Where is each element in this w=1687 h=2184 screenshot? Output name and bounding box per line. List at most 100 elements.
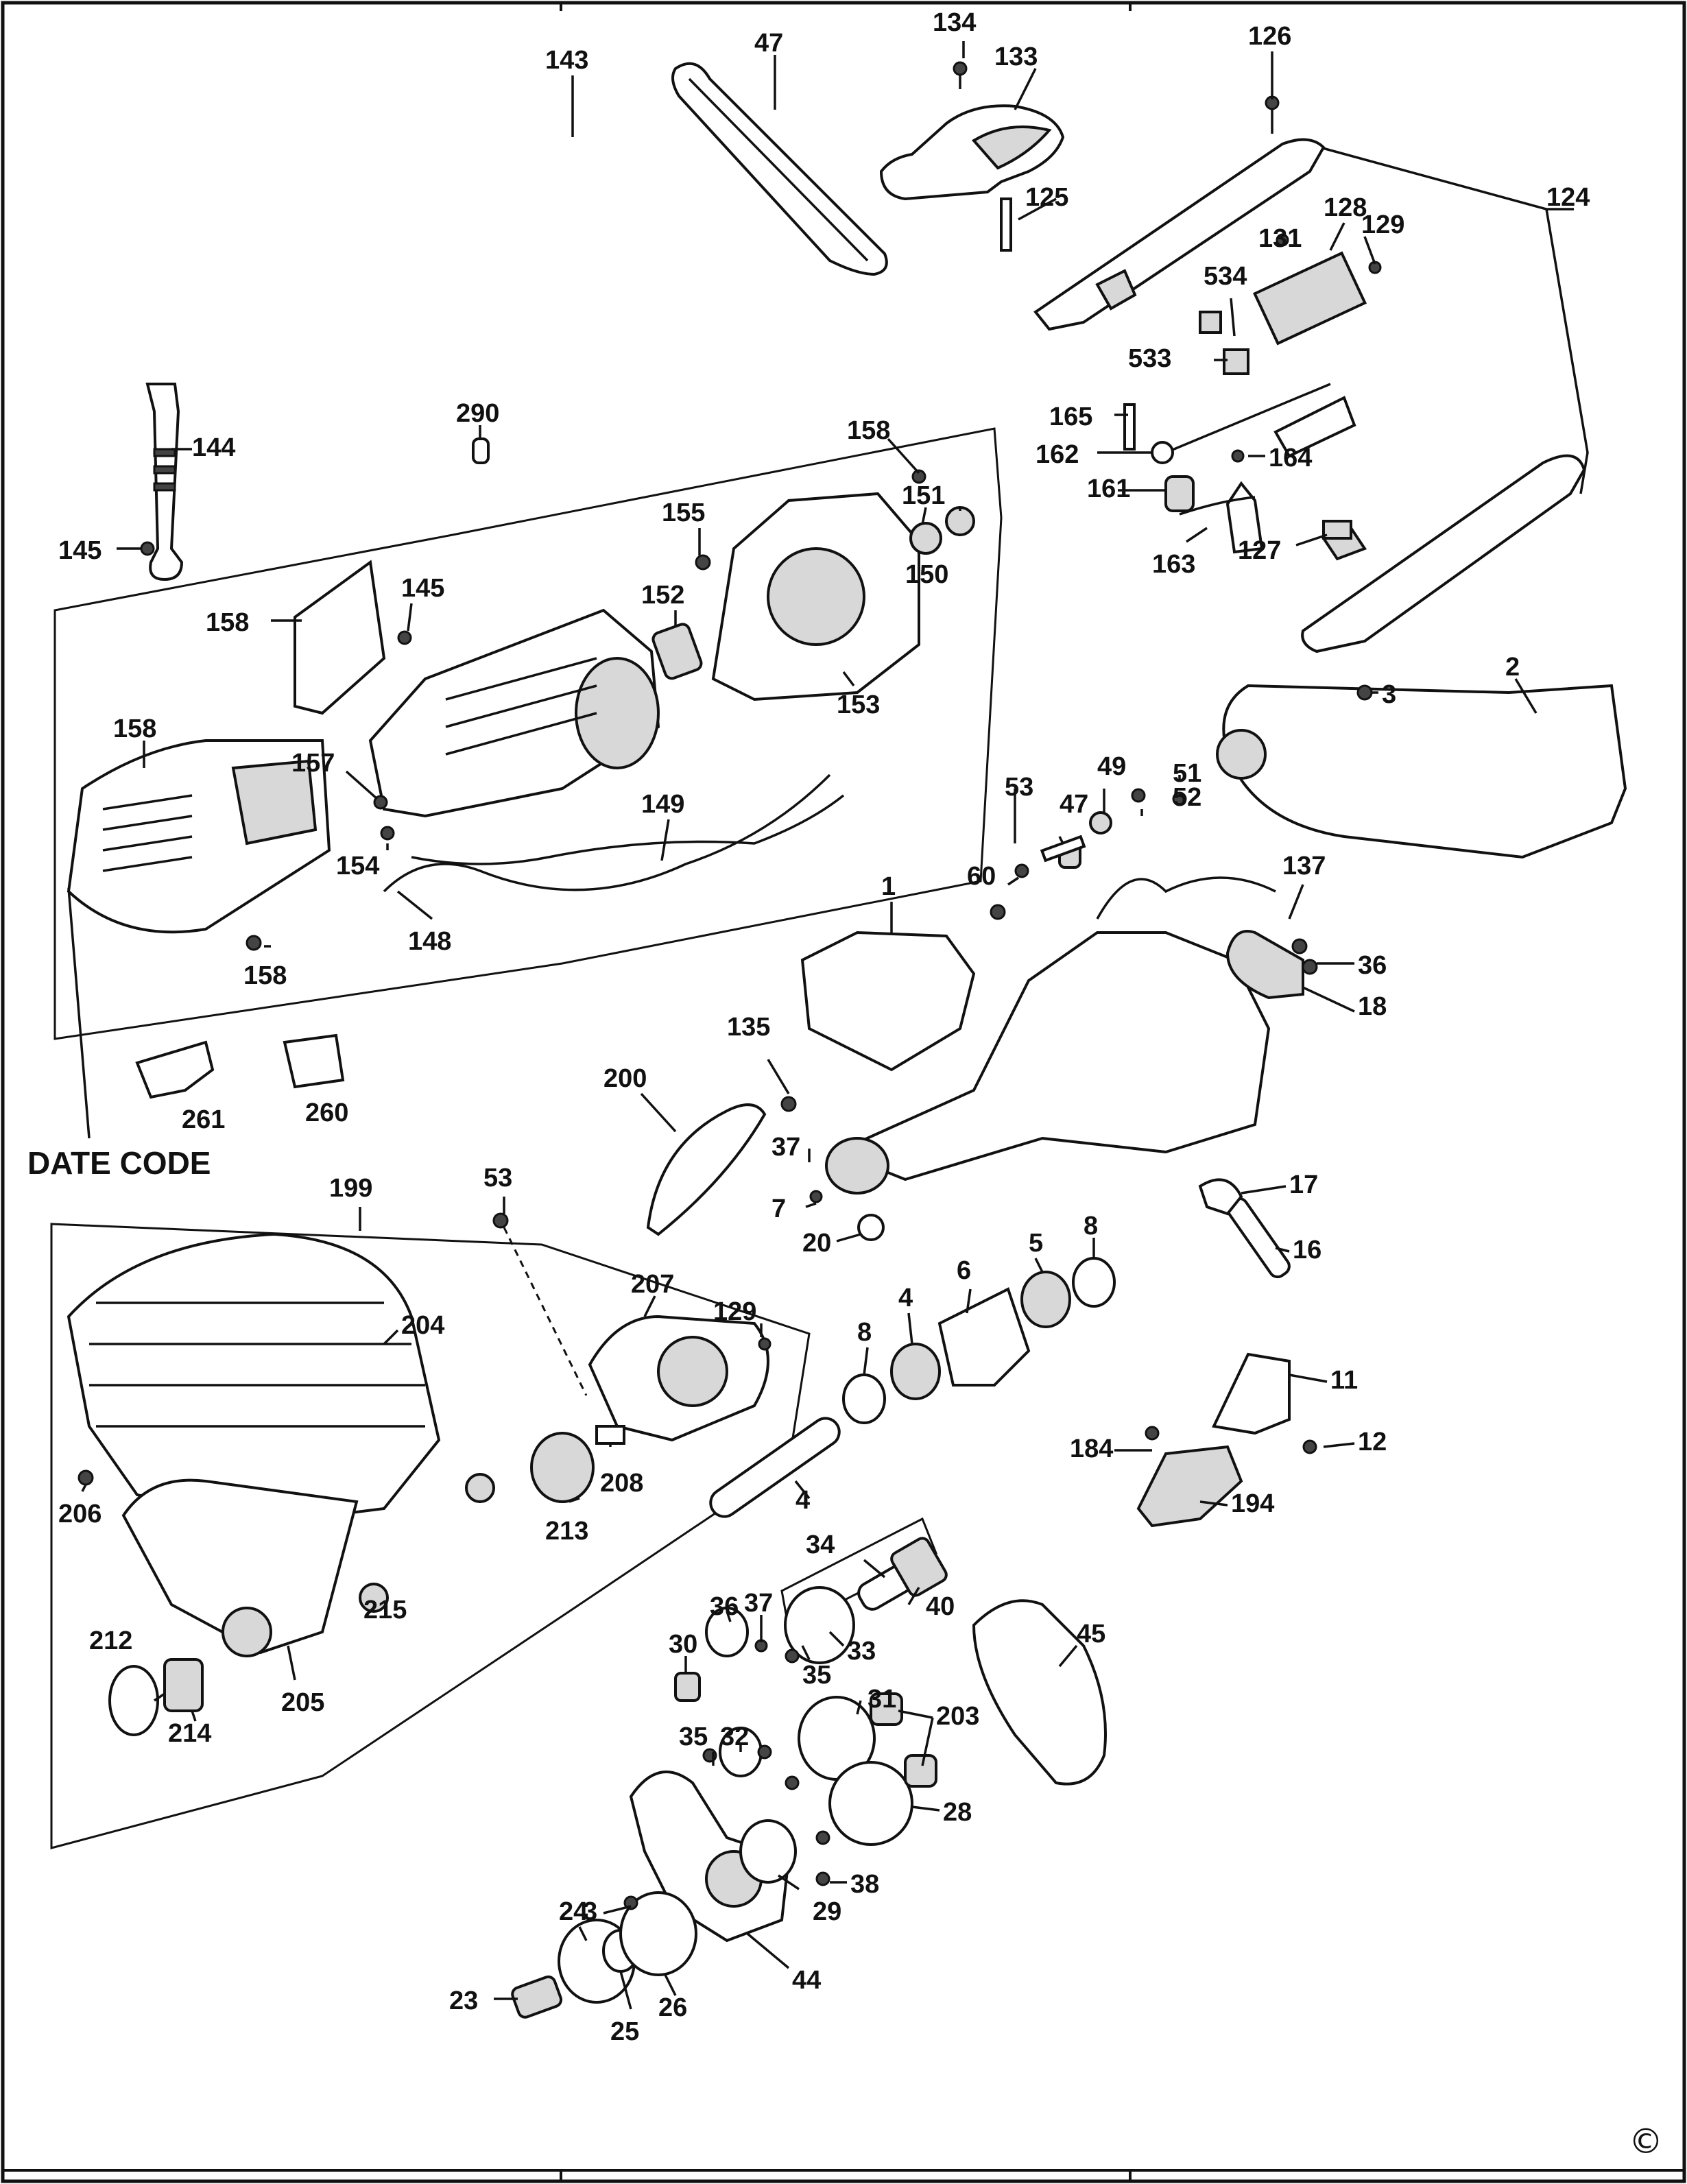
part-label: 35 <box>802 1661 831 1690</box>
gear-33-part <box>784 1586 855 1664</box>
part-label: 290 <box>456 399 499 428</box>
part-label: 131 <box>1258 224 1302 253</box>
pivot-shaft-part <box>709 1417 841 1518</box>
part-label: 4 <box>795 1486 810 1515</box>
part-label: 165 <box>1049 403 1092 431</box>
part-label: 40 <box>926 1592 955 1621</box>
part-label: 53 <box>1005 773 1033 802</box>
handle-grip-part <box>879 104 1065 201</box>
part-label: 38 <box>850 1870 879 1899</box>
grip-18-part <box>1225 930 1304 1000</box>
bearing-29-part <box>739 1819 797 1884</box>
part-label: 150 <box>905 560 948 589</box>
gear-28-part <box>828 1761 913 1846</box>
plate-36-part <box>705 1607 749 1657</box>
part-label: 8 <box>857 1318 872 1347</box>
bracket-207-part <box>588 1315 769 1442</box>
part-label: 28 <box>943 1798 972 1827</box>
bracket-11-part <box>1212 1352 1291 1435</box>
part-label: 45 <box>1077 1620 1105 1648</box>
part-label: 205 <box>281 1688 324 1717</box>
part-label: 151 <box>902 481 945 510</box>
part-label: 153 <box>837 691 880 719</box>
part-label: 260 <box>305 1099 348 1127</box>
part-label: 36 <box>1358 951 1387 980</box>
belt-part <box>671 62 888 276</box>
bushing-214-part <box>163 1658 204 1712</box>
part-label: 4 <box>898 1284 913 1312</box>
bushing-203b-part <box>904 1754 937 1788</box>
part-label: 47 <box>754 29 783 58</box>
part-label: 52 <box>1173 783 1201 812</box>
trigger-linkage-part <box>1165 383 1356 554</box>
guard-group-outline <box>50 1223 811 1849</box>
pivot-bracket-6-part <box>937 1287 1031 1387</box>
part-label: 184 <box>1070 1435 1113 1463</box>
part-label: 37 <box>771 1133 800 1162</box>
blade-cover-200-part <box>646 1103 767 1236</box>
motor-cap-part <box>67 739 331 934</box>
part-label: 31 <box>868 1685 896 1714</box>
part-label: 53 <box>483 1164 512 1192</box>
part-label: 24 <box>559 1897 588 1926</box>
part-label: 25 <box>610 2017 639 2046</box>
part-label: 158 <box>206 608 249 637</box>
part-label: 154 <box>336 852 379 880</box>
brush-holder-part <box>294 560 386 715</box>
part-label: 51 <box>1173 759 1201 788</box>
part-label: 7 <box>771 1195 786 1223</box>
part-label: 208 <box>600 1469 643 1498</box>
gear-shaft-part <box>857 1537 948 1611</box>
upper-handle-housing-part <box>1033 138 1326 331</box>
part-label: 34 <box>806 1531 835 1559</box>
label-260-part <box>283 1033 345 1089</box>
part-label: 129 <box>1361 211 1404 239</box>
gasket-45-part <box>972 1599 1107 1786</box>
part-label: 26 <box>658 1993 687 2022</box>
lower-handle-housing-part <box>1301 454 1586 653</box>
part-label: 134 <box>933 8 976 37</box>
part-label: 20 <box>802 1229 831 1258</box>
clip-8a-part <box>1072 1257 1116 1308</box>
spring-213-part <box>530 1432 595 1503</box>
part-label: 143 <box>545 46 588 75</box>
part-label: 33 <box>847 1637 876 1666</box>
latch-194-part <box>1136 1445 1243 1528</box>
part-label: 23 <box>449 1987 478 2015</box>
part-label: 137 <box>1282 852 1326 880</box>
part-label: 533 <box>1128 344 1171 373</box>
part-label: 164 <box>1269 444 1312 472</box>
part-label: 214 <box>168 1719 211 1748</box>
part-label: 161 <box>1087 475 1130 503</box>
bushing-30-part <box>674 1672 701 1702</box>
part-label: 145 <box>58 536 101 565</box>
part-label: 18 <box>1358 992 1387 1021</box>
part-label: 158 <box>113 715 156 743</box>
leader-lines <box>81 41 1538 2010</box>
part-label: 148 <box>408 927 451 956</box>
part-label: 16 <box>1293 1236 1321 1264</box>
part-label: 11 <box>1330 1366 1358 1395</box>
handle-group-line-a <box>1319 146 1589 494</box>
guard-dash-line <box>503 1227 588 1396</box>
part-label: 1 <box>881 872 896 901</box>
part-label: 129 <box>713 1297 756 1326</box>
part-label: 29 <box>813 1897 841 1926</box>
cable-137-part <box>1096 876 1276 920</box>
motor-stator-part <box>368 608 660 818</box>
date-code-lead <box>67 887 91 1139</box>
part-label: 157 <box>291 749 335 778</box>
part-label: 47 <box>1060 790 1088 819</box>
part-label: 3 <box>1382 680 1396 709</box>
part-label: 135 <box>727 1013 770 1042</box>
motor-group-outline <box>53 427 1003 1040</box>
part-label: 32 <box>720 1723 749 1751</box>
upper-arm-part <box>800 931 1271 1195</box>
part-label: 35 <box>679 1723 708 1751</box>
part-label: 213 <box>545 1517 588 1546</box>
part-label: 158 <box>243 961 287 990</box>
switch-part <box>1252 251 1367 346</box>
belt-cover-part <box>1216 684 1627 859</box>
part-label: 60 <box>967 862 996 891</box>
